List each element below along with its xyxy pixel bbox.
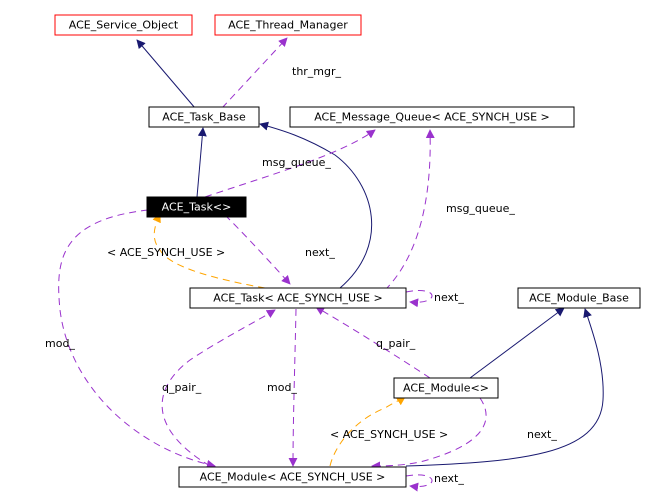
node-module-template[interactable]: ACE_Module<> [393, 377, 499, 399]
node-module-base-label: ACE_Module_Base [529, 292, 629, 305]
edge-module-template-to-module-synch [371, 397, 487, 471]
edge-task-synch-mod-to-module-synch [288, 308, 298, 467]
edge-module-synch-template-arg [329, 396, 406, 467]
node-service-object-label: ACE_Service_Object [69, 19, 179, 32]
edge-task-synch-self-next [405, 290, 433, 308]
node-service-object[interactable]: ACE_Service_Object [54, 14, 193, 36]
label-next-self-task: next_ [434, 291, 464, 304]
label-thr-mgr: thr_mgr_ [292, 65, 342, 78]
edge-task-template-mod-to-module-synch [58, 209, 216, 469]
edge-module-synch-self-next [405, 474, 433, 492]
label-next-module-base: next_ [527, 428, 557, 441]
node-message-queue-label: ACE_Message_Queue< ACE_SYNCH_USE > [314, 111, 550, 124]
edge-task-synch-msg-queue [384, 129, 435, 291]
label-next-self-module: next_ [434, 472, 464, 485]
node-task-synch[interactable]: ACE_Task< ACE_SYNCH_USE > [189, 287, 407, 309]
label-mod-left: mod_ [45, 337, 75, 350]
node-module-synch[interactable]: ACE_Module< ACE_SYNCH_USE > [178, 466, 407, 488]
node-task-template[interactable]: ACE_Task<> [146, 196, 247, 218]
label-msg-queue-1: msg_queue_ [262, 156, 331, 169]
edge-module-template-to-module-base [469, 307, 565, 379]
label-q-pair-right: q_pair_ [376, 337, 416, 350]
node-module-template-label: ACE_Module<> [403, 382, 489, 395]
label-next-task-base: next_ [305, 246, 335, 259]
node-task-synch-label: ACE_Task< ACE_SYNCH_USE > [213, 292, 382, 305]
edge-task-template-msg-queue [204, 129, 376, 198]
node-thread-manager[interactable]: ACE_Thread_Manager [214, 14, 362, 36]
edge-task-synch-template-arg [152, 213, 266, 289]
edge-task-template-to-task-base [196, 127, 207, 198]
label-msg-queue-2: msg_queue_ [446, 202, 515, 215]
label-q-pair-left: q_pair_ [162, 381, 202, 394]
edge-task-base-to-service-object [136, 39, 196, 109]
edge-module-synch-next-to-module-base [405, 308, 604, 467]
node-task-template-label: ACE_Task<> [162, 201, 232, 214]
edge-task-template-to-task-synch [224, 214, 291, 285]
label-synch-use-module: < ACE_SYNCH_USE > [330, 428, 448, 441]
label-mod-center: mod_ [267, 381, 297, 394]
node-task-base[interactable]: ACE_Task_Base [148, 106, 260, 128]
node-thread-manager-label: ACE_Thread_Manager [228, 19, 348, 32]
node-module-base[interactable]: ACE_Module_Base [517, 287, 641, 309]
node-message-queue[interactable]: ACE_Message_Queue< ACE_SYNCH_USE > [289, 106, 575, 128]
node-module-synch-label: ACE_Module< ACE_SYNCH_USE > [200, 471, 386, 484]
edge-task-base-thr-mgr [221, 37, 288, 109]
edge-task-synch-next-to-task-base [259, 121, 373, 289]
label-synch-use-task: < ACE_SYNCH_USE > [107, 246, 225, 259]
node-task-base-label: ACE_Task_Base [162, 111, 246, 124]
edge-module-template-q-pair-to-task-synch [315, 306, 431, 379]
